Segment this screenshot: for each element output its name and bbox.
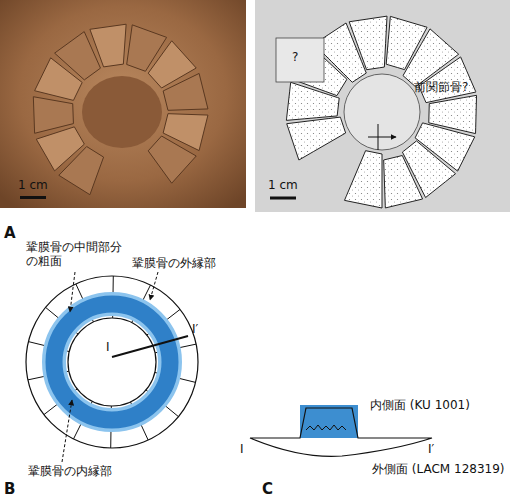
leader-line <box>150 272 158 300</box>
matrix <box>82 76 162 148</box>
stipple <box>384 156 423 208</box>
bone-plate <box>90 24 126 67</box>
bone-plate <box>36 127 84 171</box>
leader-line <box>62 400 72 462</box>
section-line <box>112 336 188 357</box>
bone-label: 前関節骨? <box>414 80 468 94</box>
scale-label: 1 cm <box>18 178 48 192</box>
stipple <box>287 117 346 160</box>
cross-section <box>250 405 432 456</box>
central-opening <box>344 74 420 150</box>
bone-plate <box>384 156 423 208</box>
panel-letter: C <box>262 482 273 496</box>
stipple <box>344 151 382 208</box>
bone-plate <box>148 136 196 183</box>
surface-label: 外側面 (LACM 128319) <box>372 462 505 476</box>
panel-letter: B <box>4 482 15 496</box>
bone-plate <box>419 57 476 103</box>
stipple <box>349 16 387 70</box>
section-end: I <box>240 442 244 456</box>
section-end: I′ <box>428 442 434 456</box>
section-end: I′ <box>192 322 198 336</box>
inner-margin <box>68 318 156 406</box>
stipple <box>419 57 476 103</box>
fossil-photo <box>0 0 246 208</box>
unknown-mark: ? <box>292 50 298 64</box>
bone-plate <box>163 73 208 110</box>
part-label: 鞏膜骨の中間部分の粗面 <box>26 240 130 268</box>
outer-margin <box>26 276 198 448</box>
bone-plate <box>287 117 346 160</box>
part-label: 鞏膜骨の内縁部 <box>28 464 112 478</box>
surface-label: 内側面 (KU 1001) <box>370 398 470 412</box>
sclerotic-ring-schematic <box>26 276 198 448</box>
panel-letter: A <box>4 226 16 240</box>
part-label: 鞏膜骨の外縁部 <box>132 256 216 270</box>
unknown-bone <box>276 38 324 82</box>
bone-plate <box>33 97 73 134</box>
section-end: I <box>106 340 110 354</box>
scale-label: 1 cm <box>268 178 298 192</box>
bone-plate <box>349 16 387 70</box>
leader-line <box>70 272 75 312</box>
fossil-drawing <box>255 0 510 212</box>
bone-plate <box>344 151 382 208</box>
